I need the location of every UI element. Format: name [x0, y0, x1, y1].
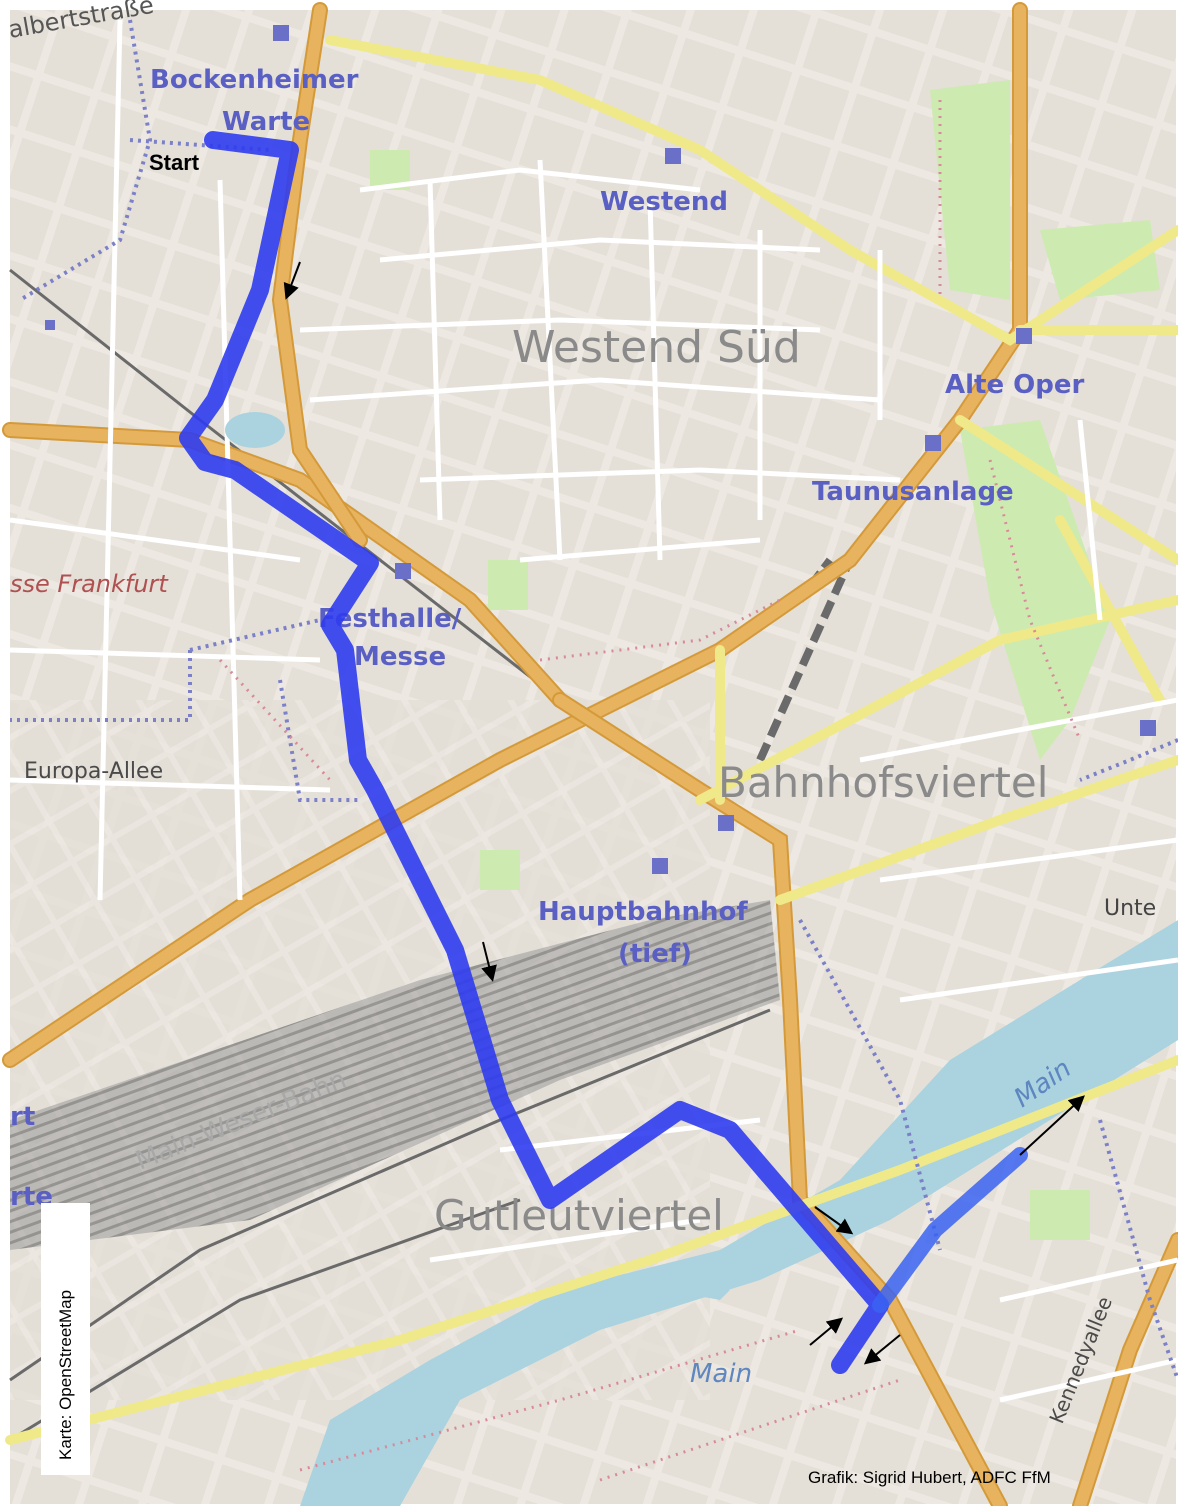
station-label-messe: Messe	[354, 642, 446, 672]
harbour-basin	[640, 1270, 730, 1300]
minor-streets	[9, 19, 1178, 1403]
label-messe-frankfurt: sse Frankfurt	[10, 570, 169, 598]
station-label-hauptbahnhof: Hauptbahnhof	[538, 897, 748, 927]
station-label-westend: Westend	[600, 187, 728, 217]
lake	[225, 412, 285, 448]
station-label-alte-oper: Alte Oper	[945, 370, 1084, 400]
station-label-tief: (tief)	[618, 939, 692, 969]
label-unte: Unte	[1104, 896, 1156, 921]
secondary-roads	[5, 35, 1178, 1445]
graphic-credit: Grafik: Sigrid Hubert, ADFC FfM	[808, 1468, 1051, 1487]
district-label-bahnhofsviertel: Bahnhofsviertel	[718, 758, 1048, 807]
rail-yard	[10, 900, 780, 1250]
map-source-credit: Karte: OpenStreetMap	[56, 1289, 75, 1460]
credit-box	[41, 1203, 90, 1475]
river-main	[300, 920, 1178, 1506]
station-label-taunusanlage: Taunusanlage	[812, 477, 1014, 507]
direction-arrows	[283, 261, 1085, 1365]
district-label-gutleutviertel: Gutleutviertel	[434, 1191, 724, 1240]
parks	[370, 80, 1160, 1240]
station-label-bockenheimer: Bockenheimer	[150, 65, 359, 95]
water-label-main-south: Main	[690, 1359, 752, 1389]
station-label-warte: Warte	[222, 107, 310, 137]
station-markers	[45, 25, 1156, 874]
route-start-label: Start	[149, 150, 200, 175]
bike-route	[179, 131, 889, 1374]
bike-route-east-leg	[872, 1147, 1028, 1313]
boundary-dotted	[218, 100, 1082, 1482]
district-label-westend-sud: Westend Süd	[512, 322, 801, 373]
tram-lines	[10, 19, 1178, 1381]
station-label-cut-rt: rt	[10, 1102, 35, 1132]
road-label-europa-allee: Europa-Allee	[24, 759, 163, 784]
